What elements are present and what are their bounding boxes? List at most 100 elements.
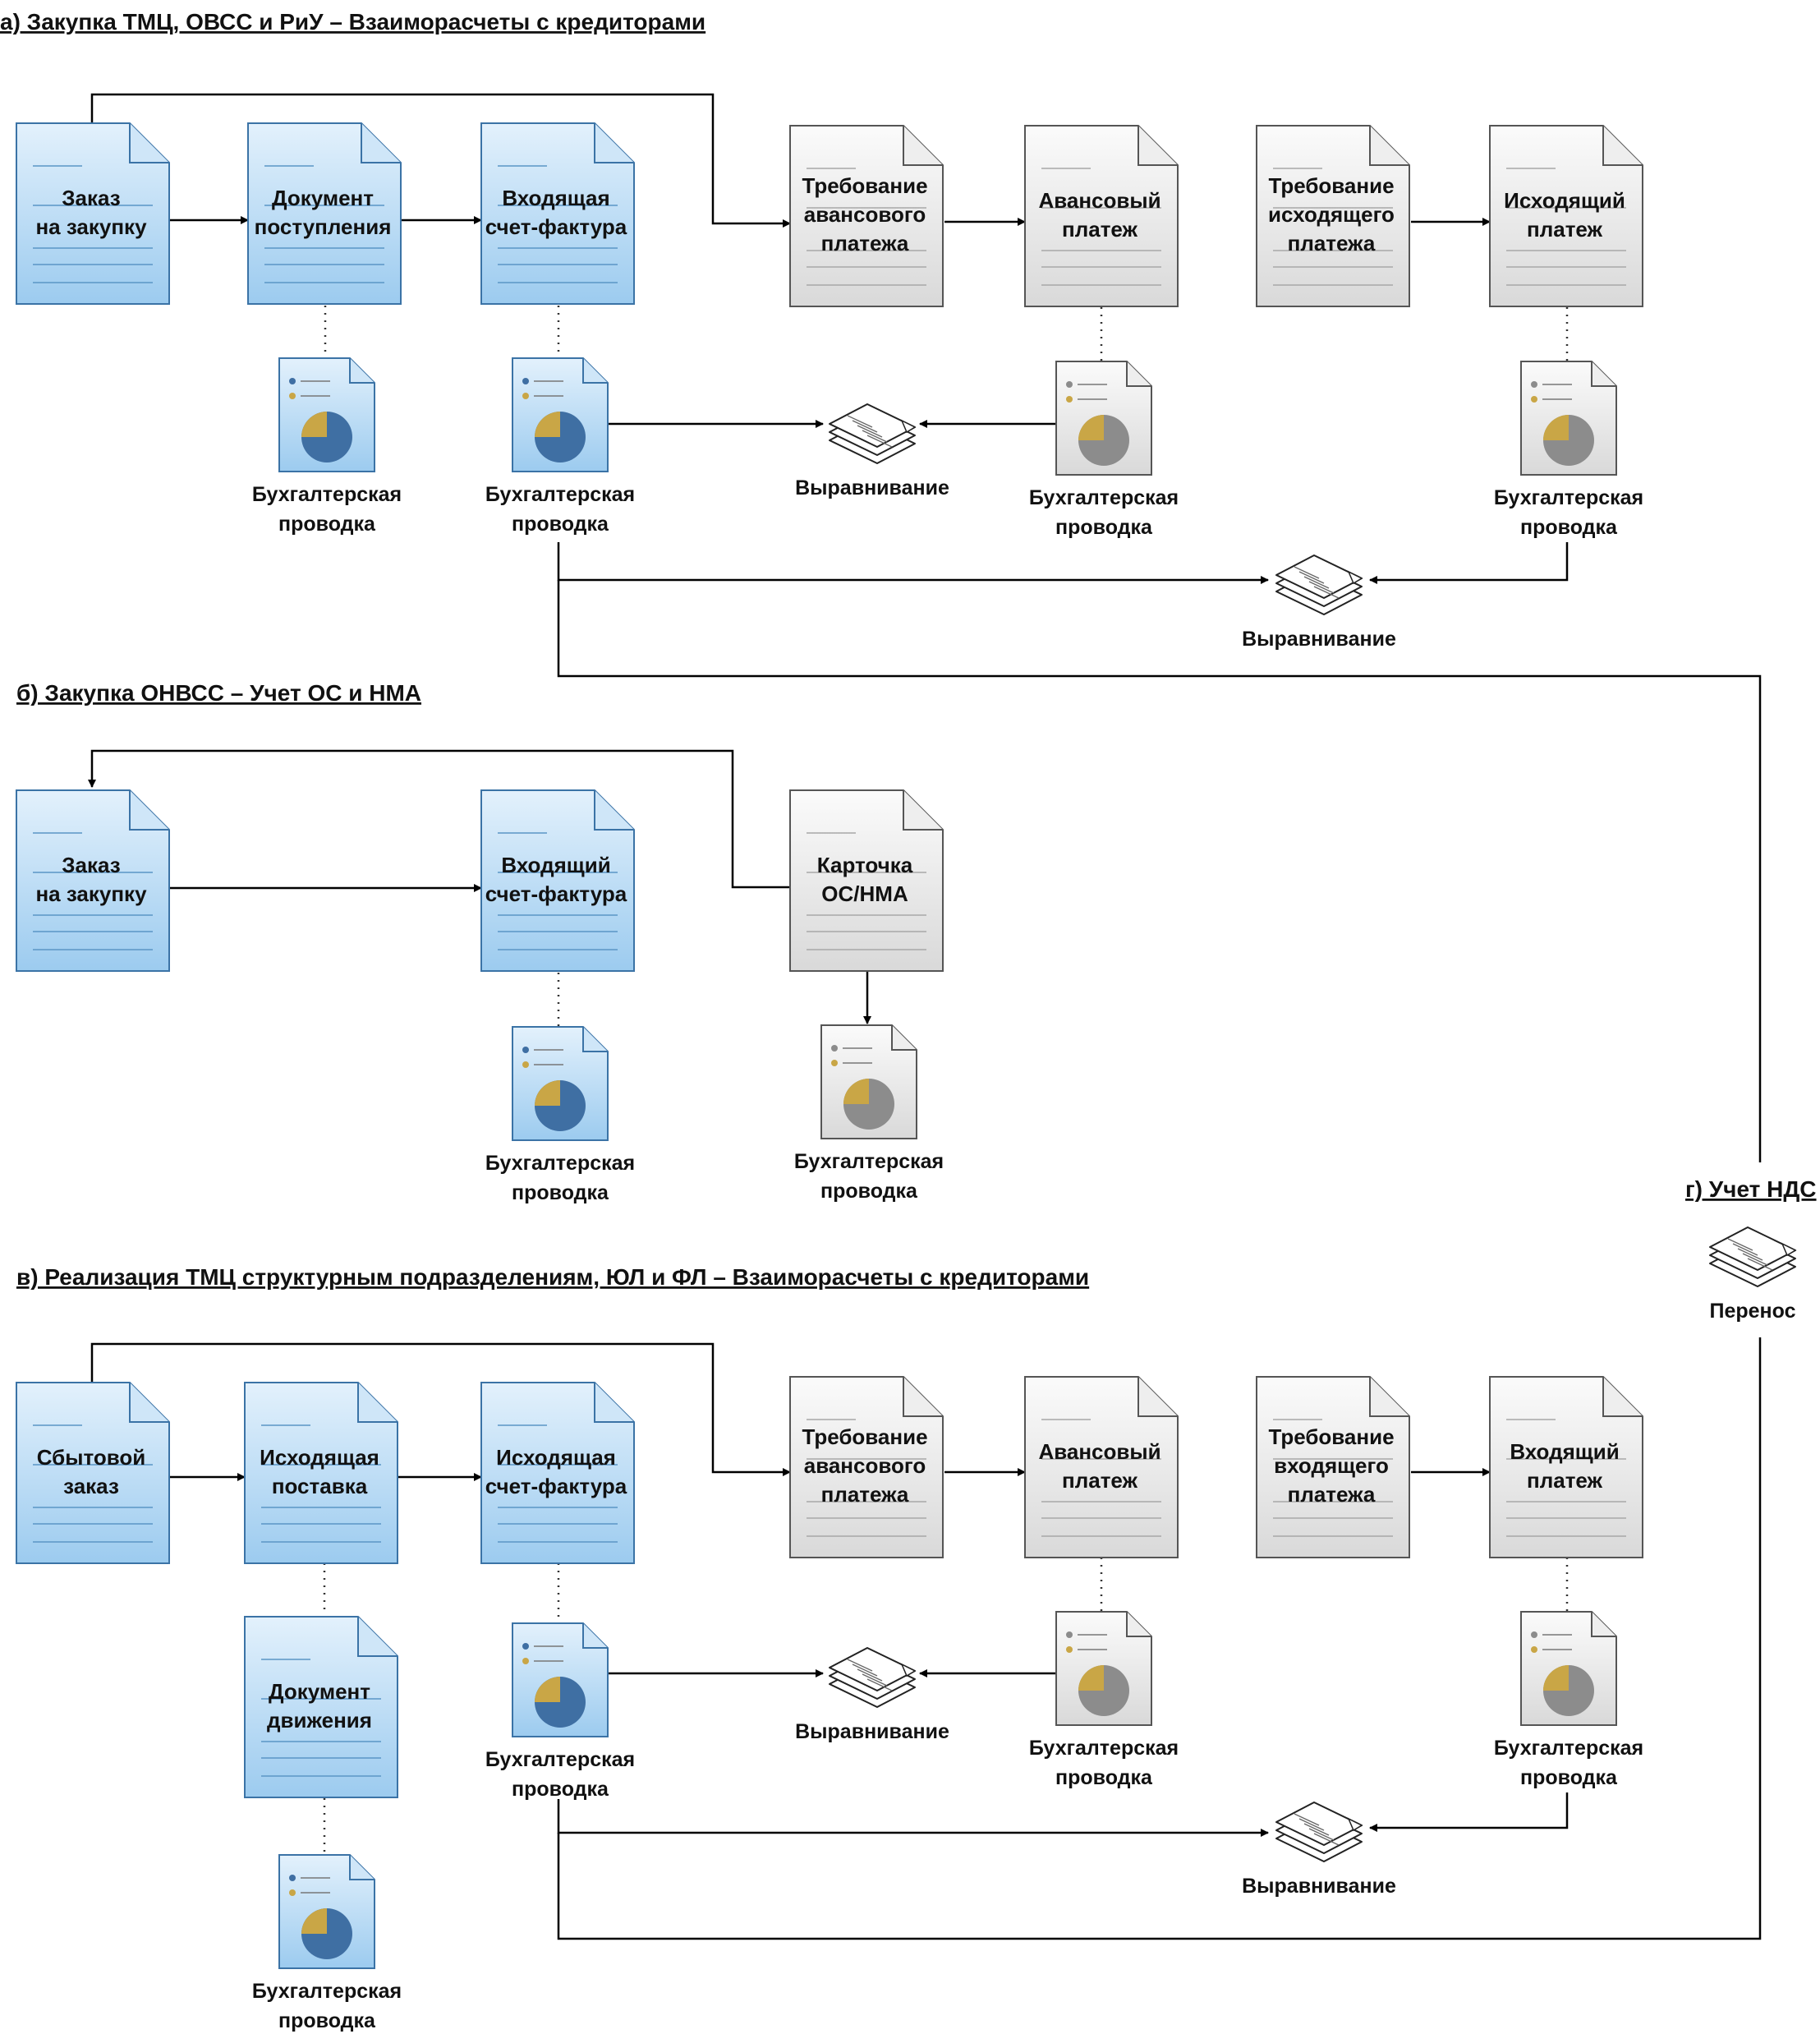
document-shape bbox=[1489, 1376, 1643, 1558]
posting-fold bbox=[582, 1027, 608, 1052]
posting-caption: Бухгалтерская bbox=[794, 1150, 944, 1173]
document-fold bbox=[1138, 126, 1178, 166]
stack-rule bbox=[1313, 1833, 1340, 1846]
stack-fold-icon bbox=[1781, 1242, 1797, 1257]
document-fold bbox=[1138, 1377, 1178, 1417]
document-label: Документ bbox=[272, 186, 374, 210]
posting-caption: проводка bbox=[1520, 1766, 1618, 1789]
document-shape bbox=[16, 789, 170, 972]
document-label: платежа bbox=[1288, 1482, 1376, 1507]
posting-caption: Бухгалтерская bbox=[485, 1152, 635, 1175]
stack-sv2: Выравнивание bbox=[1242, 1802, 1396, 1898]
bullet-icon bbox=[1531, 381, 1537, 388]
document-label: авансового bbox=[804, 1453, 926, 1478]
arrow-a1-a4 bbox=[90, 93, 791, 228]
bullet-icon bbox=[1531, 1631, 1537, 1638]
pie-slice-icon bbox=[1543, 1665, 1569, 1691]
posting-caption: Бухгалтерская bbox=[252, 483, 402, 506]
arrow-pv3-sv2 bbox=[1369, 1792, 1569, 1832]
bullet-icon bbox=[522, 1658, 529, 1664]
document-shape bbox=[244, 1382, 398, 1564]
bullet-icon bbox=[522, 1047, 529, 1053]
document-label: Сбытовой bbox=[37, 1445, 145, 1470]
bullet-icon bbox=[1066, 396, 1073, 403]
posting-fold bbox=[582, 358, 608, 384]
document-label: платеж bbox=[1062, 1468, 1138, 1493]
posting-caption: проводка bbox=[278, 2009, 376, 2032]
document-label: авансового bbox=[804, 202, 926, 227]
document-fold bbox=[1369, 126, 1409, 166]
pie-slice-icon bbox=[1078, 1665, 1104, 1691]
document-label: платеж bbox=[1527, 1468, 1603, 1493]
pie-slice-icon bbox=[1078, 415, 1104, 440]
stack-fold-icon bbox=[900, 1663, 917, 1677]
document-label: Заказ bbox=[62, 186, 121, 210]
posting-caption: Бухгалтерская bbox=[485, 483, 635, 506]
stack-fold-icon bbox=[1347, 570, 1363, 585]
stack-rule bbox=[866, 1678, 893, 1691]
document-label: ОС/НМА bbox=[821, 881, 908, 906]
document-label: Входящий bbox=[501, 853, 610, 877]
stack-caption: Выравнивание bbox=[795, 1720, 949, 1743]
bullet-icon bbox=[1066, 1631, 1073, 1638]
document-label: счет-фактура bbox=[485, 881, 627, 906]
document-fold bbox=[594, 123, 634, 163]
document-label: платежа bbox=[1288, 231, 1376, 255]
pie-slice-icon bbox=[1543, 415, 1569, 440]
document-fold bbox=[129, 123, 169, 163]
stack-rule bbox=[1737, 1248, 1763, 1261]
document-a1: Заказ на закупку bbox=[16, 122, 170, 305]
stack-sa1: Выравнивание bbox=[795, 403, 949, 499]
document-shape bbox=[1256, 1376, 1410, 1558]
document-v7: Входящий платеж bbox=[1489, 1376, 1643, 1558]
document-label: на закупку bbox=[35, 214, 147, 239]
stack-fold-icon bbox=[900, 419, 917, 434]
document-fold bbox=[129, 1383, 169, 1423]
line-pa2-nds bbox=[557, 580, 1762, 1162]
posting-caption: Бухгалтерская bbox=[485, 1748, 635, 1771]
section-title-v: в) Реализация ТМЦ структурным подразделе… bbox=[16, 1264, 1089, 1290]
bullet-icon bbox=[289, 378, 296, 384]
connectors bbox=[88, 93, 1762, 1940]
posting-caption: проводка bbox=[1055, 1766, 1153, 1789]
stack-rule bbox=[1294, 1813, 1320, 1826]
bullet-icon bbox=[522, 1061, 529, 1068]
stack-rule bbox=[1732, 1243, 1758, 1256]
posting-fold bbox=[349, 1855, 375, 1880]
stack-rule bbox=[1308, 1828, 1335, 1841]
stack-caption: Выравнивание bbox=[1242, 1875, 1396, 1898]
section-title-a: а) Закупка ТМЦ, ОВСС и РиУ – Взаиморасче… bbox=[0, 9, 705, 35]
document-label: Входящий bbox=[1510, 1439, 1619, 1464]
document-label: Требование bbox=[802, 1424, 927, 1449]
line-pv1-nds bbox=[557, 1337, 1762, 1940]
stack-rule bbox=[847, 415, 873, 428]
stack-caption: Выравнивание bbox=[1242, 628, 1396, 651]
posting-fold bbox=[1591, 361, 1616, 387]
stack-rule bbox=[1308, 581, 1335, 594]
bullet-icon bbox=[289, 1889, 296, 1896]
stack-caption: Выравнивание bbox=[795, 476, 949, 499]
document-fold bbox=[357, 1617, 398, 1657]
document-label: Карточка bbox=[817, 853, 913, 877]
document-shape bbox=[247, 122, 402, 305]
document-shape bbox=[1256, 125, 1410, 307]
document-label: Заказ bbox=[62, 853, 121, 877]
document-shape bbox=[244, 1616, 398, 1798]
document-fold bbox=[903, 790, 943, 831]
document-label: Входящая bbox=[502, 186, 609, 210]
document-fold bbox=[357, 1383, 398, 1423]
document-label: исходящего bbox=[1268, 202, 1395, 227]
stack-rule bbox=[857, 1668, 883, 1682]
